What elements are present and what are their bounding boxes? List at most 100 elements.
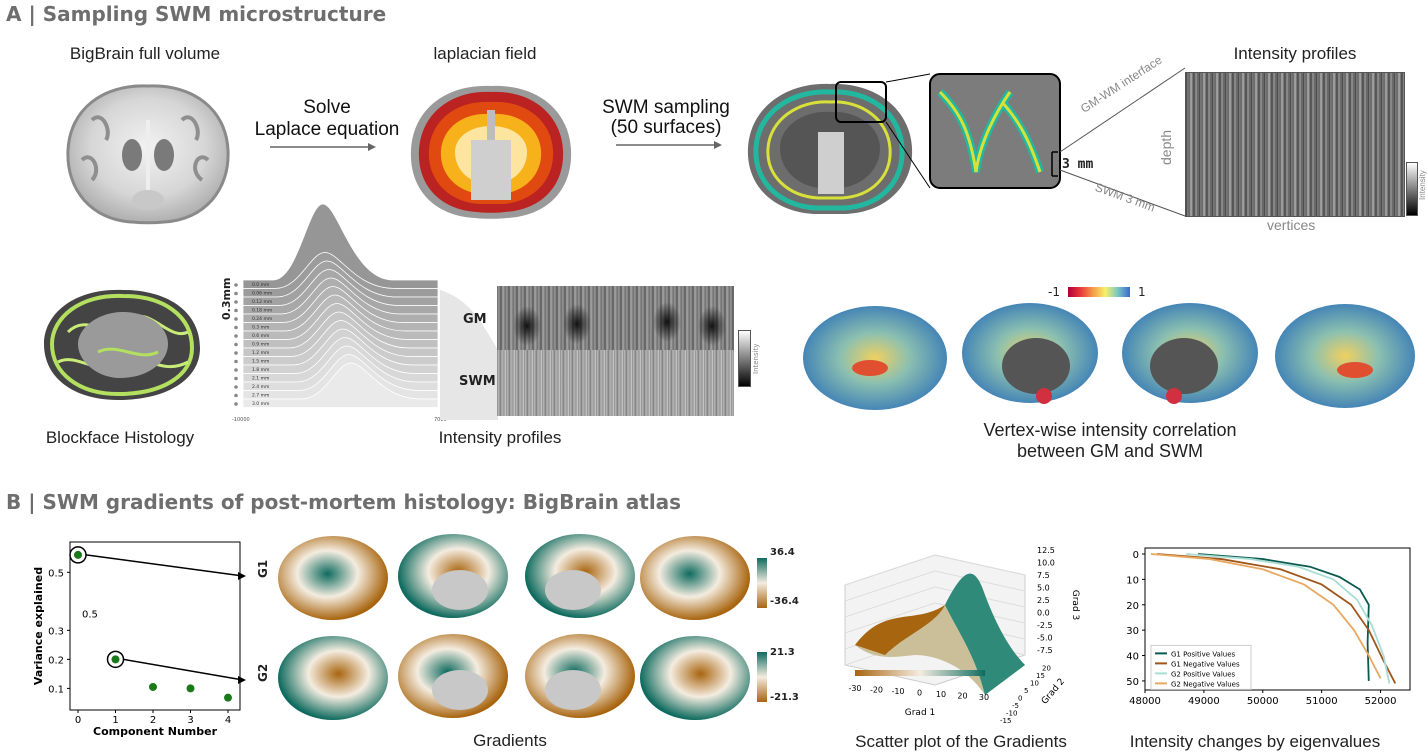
ridge-row-label: 0.06 mm [252,291,272,297]
variance-xtick-label: 1 [112,715,118,726]
g2-brains [278,634,750,720]
ridge-row-marker [234,334,238,338]
scatter-caption: Scatter plot of the Gradients [855,732,1067,751]
scatter3d-ylabel: Grad 2 [1040,677,1067,707]
variance-point [186,684,195,693]
eigen-xtick-label: 49000 [1188,696,1220,707]
eigen-xtick-label: 48000 [1129,696,1161,707]
correlation-brain-surfaces [803,303,1415,410]
g1-brains [278,534,750,620]
scatter3d-grid [844,570,936,602]
scatter3d-ztick: 12.5 [1037,546,1055,555]
laplacian-field-image [410,85,572,219]
gradients-caption: Gradients [473,731,547,750]
scatter3d-ytick: -10 [1006,710,1017,718]
ridge-row-label: 0.3 mm [252,325,269,331]
g2-pointer-arrow [123,658,244,681]
ridge-row-marker [234,359,238,364]
correlation-caption-2: between GM and SWM [1016,441,1204,461]
ridge-xmax-label: 7000 [434,417,447,423]
scatter3d-ytick: 10 [1030,680,1039,688]
variance-point [149,682,157,691]
swm-surfaces-image [747,73,1061,214]
ridge-row-marker [234,368,238,372]
eigen-series-line [1150,553,1382,679]
solve-arrow [270,143,376,151]
scatter3d-ztick: 7.5 [1037,571,1050,580]
ridge-row-label: 3.0 mm [252,401,269,407]
ridge-row-marker [234,342,238,347]
ridge-row-label: 2.7 mm [252,393,269,399]
scatter3d-grid [844,554,936,586]
scatter3d-zlabel: Grad 3 [1070,590,1080,621]
g1-pointer-arrow [85,554,244,577]
scatter3d-ytick: -15 [1000,717,1011,725]
ridge-row [242,362,439,408]
ridge-row-marker [234,376,238,381]
blockface-label: Blockface Histology [45,428,195,447]
ridge-row-label: 2.4 mm [252,384,269,390]
variance-point [224,693,232,702]
eigen-legend-label: G2 Negative Values [1171,680,1240,688]
ridge-row-marker [234,300,238,304]
bigbrain-label: BigBrain full volume [69,44,221,63]
solve-label-1: Solve [303,97,351,118]
ridge-row-label: 0.6 mm [252,333,269,339]
g2-min-label: -21.3 [770,692,799,703]
brain-medial-left [962,303,1098,404]
ridge-row [242,203,439,289]
variance-ylabel: Variance explained [32,567,45,685]
scatter3d-ytick: 15 [1036,672,1045,680]
eigen-frame [1144,547,1411,691]
g1-min-label: -36.4 [770,596,799,607]
ridge-xmin-label: -10000 [232,417,250,423]
ridge-row-marker [234,291,238,296]
ridge-row-label: 1.2 mm [252,350,269,356]
corr-max-label: 1 [1138,285,1146,299]
variance-plot-frame [69,541,241,711]
scatter3d-colorbar [855,670,985,676]
solve-label-2: Laplace equation [254,119,400,140]
vertices-axis-label: vertices [1267,217,1316,233]
brain-lateral-left [803,306,947,410]
scatter3d-ztick: -7.5 [1037,646,1053,655]
g2-pointer-arrowhead [238,676,246,684]
scatter3d-grid [934,554,1026,576]
section-a-title: A | Sampling SWM microstructure [6,2,387,26]
scatter3d-xtick: 10 [936,690,946,699]
scatter3d-grid [934,570,1026,592]
eigen-legend-box [1150,644,1252,690]
variance-ytick-label: 0.5 [48,568,64,579]
g2-label: G2 [256,663,270,682]
depth-axis-label: depth [1158,129,1174,165]
eigen-ytick-label: 20 [1126,601,1139,612]
ridge-row-marker [234,317,238,321]
g2-colorbar [757,652,767,702]
ridge-row-marker [234,283,238,287]
three-mm-label: 3 mm [1062,157,1094,172]
ridge-row-marker [234,393,238,398]
brain-medial-right [1122,303,1258,404]
gm-label: GM [463,312,487,327]
top-intensity-heatmap [1185,72,1405,217]
eigen-xtick-label: 50000 [1247,696,1279,707]
ridge-row-label: 1.8 mm [252,367,269,373]
corr-min-label: -1 [1048,285,1060,299]
eigen-ytick-label: 10 [1126,575,1139,586]
blockface-histology-image [44,289,200,400]
brain-lateral-right [1275,304,1415,408]
eigen-series-line [1186,553,1391,684]
swm-sampling-arrow [616,141,722,149]
variance-xtick-label: 4 [225,715,231,726]
intensity-profiles-top-label: Intensity profiles [1233,44,1357,63]
depth-ridge-plot: 0.0 mm0.06 mm0.12 mm0.18 mm0.24 mm0.3 mm… [234,203,439,408]
scatter3d-ytick: -5 [1012,702,1019,710]
g2-max-label: 21.3 [770,647,795,658]
swm-sampling-label-2: (50 surfaces) [610,117,722,138]
variance-xtick-label: 2 [150,715,156,726]
variance-ytick-label: 0.3 [48,626,64,637]
scatter3d-surface-brown [855,605,945,655]
eigen-xtick-label: 52000 [1365,696,1397,707]
